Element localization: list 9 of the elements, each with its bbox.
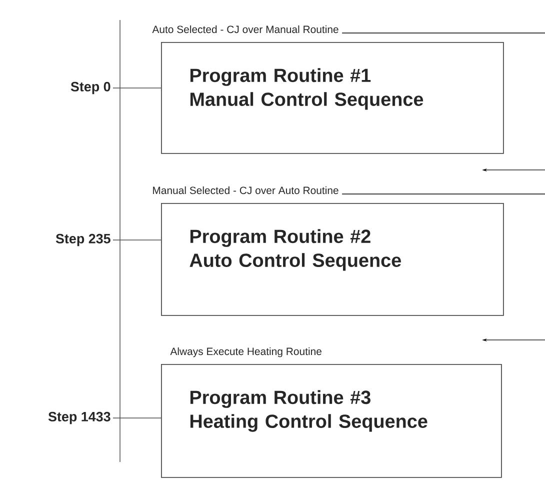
box-title: Program Routine #1 Manual Control Sequence bbox=[190, 68, 424, 110]
heading-text: Manual Selected - CJ over Auto Routine bbox=[153, 186, 338, 194]
box-title: Program Routine #2 Auto Control Sequence bbox=[190, 229, 401, 271]
box-title: Program Routine #3 Heating Control Sequence bbox=[190, 390, 428, 432]
step-label: Step 1433 bbox=[48, 412, 110, 424]
step-label: Step 0 bbox=[70, 82, 110, 94]
step-label: Step 235 bbox=[56, 234, 110, 246]
heading-text: Always Execute Heating Routine bbox=[170, 347, 322, 358]
heading-text: Auto Selected - CJ over Manual Routine bbox=[152, 25, 338, 34]
